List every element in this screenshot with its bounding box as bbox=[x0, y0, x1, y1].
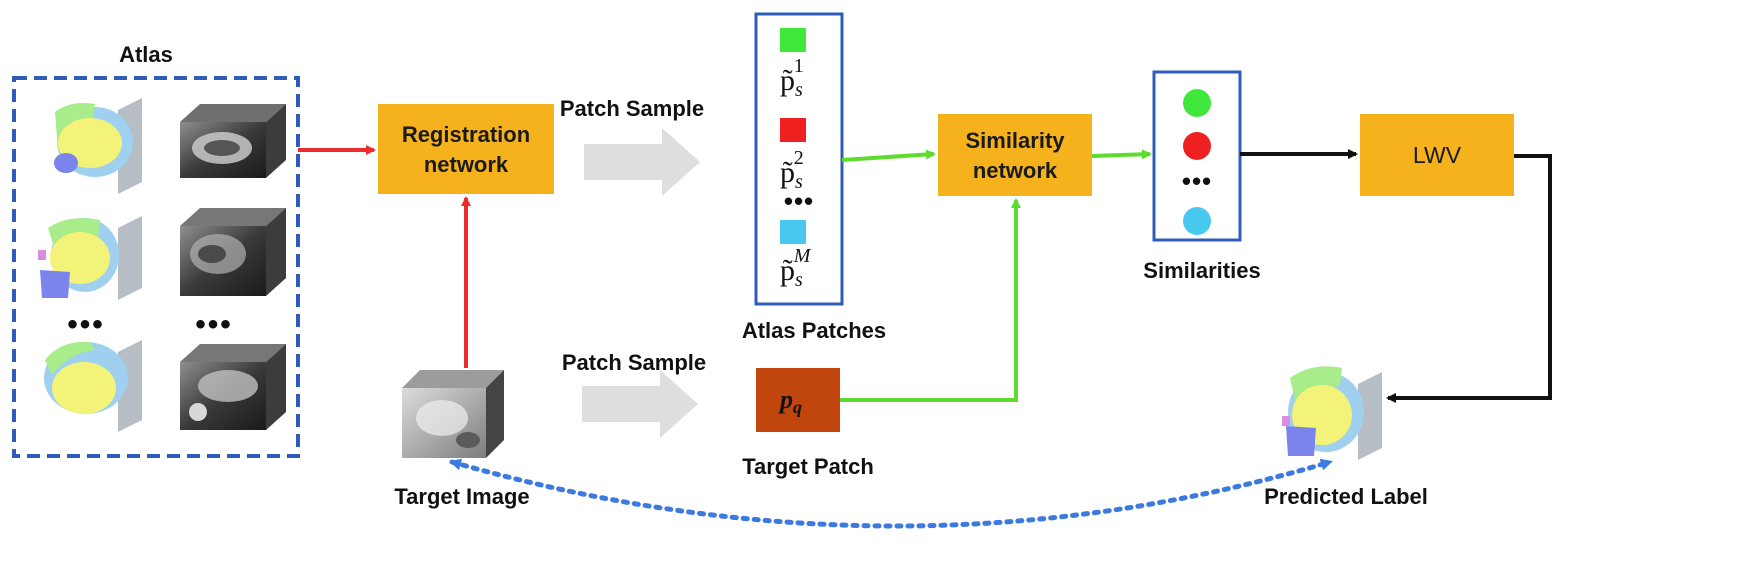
predicted-label-map bbox=[1282, 366, 1382, 460]
patch-sample-top-label: Patch Sample bbox=[560, 96, 704, 121]
patch-sample-bottom-label: Patch Sample bbox=[562, 350, 706, 375]
similarity-network-label-line1: Similarity bbox=[965, 128, 1065, 153]
atlas-mri-volume-1 bbox=[180, 104, 286, 178]
similarities-ellipsis: ••• bbox=[1182, 166, 1212, 196]
atlas-label-map-3 bbox=[44, 340, 142, 432]
registration-network-label-line1: Registration bbox=[402, 122, 530, 147]
similarity-network-label-line2: network bbox=[973, 158, 1058, 183]
atlas-title: Atlas bbox=[119, 42, 173, 67]
target-predicted-comparison-arc bbox=[449, 458, 1333, 529]
atlas-patches-ellipsis: ••• bbox=[784, 186, 814, 216]
similarity-red-dot bbox=[1183, 132, 1211, 160]
lwv-label: LWV bbox=[1413, 142, 1462, 168]
atlas-label-map-1 bbox=[54, 98, 142, 194]
atlas-frame bbox=[12, 76, 300, 458]
target-patch-symbol: pq bbox=[778, 385, 802, 417]
atlas-patches-to-similarity-arrow bbox=[841, 149, 936, 162]
atlas-image-ellipsis: ••• bbox=[195, 308, 233, 341]
atlas-patch-2-swatch bbox=[780, 118, 806, 142]
atlas-patch-m-symbol: p̃sM bbox=[780, 245, 812, 291]
atlas-patch-1-swatch bbox=[780, 28, 806, 52]
atlas-patch-1-symbol: p̃s1 bbox=[780, 55, 804, 101]
similarities-label: Similarities bbox=[1143, 258, 1260, 283]
target-image-label: Target Image bbox=[394, 484, 529, 509]
target-patch-label: Target Patch bbox=[742, 454, 874, 479]
target-image-volume bbox=[402, 370, 504, 458]
registration-network-box bbox=[378, 104, 554, 194]
predicted-label-label: Predicted Label bbox=[1264, 484, 1428, 509]
target-patch-box bbox=[756, 368, 840, 432]
atlas-label-ellipsis: ••• bbox=[67, 308, 105, 341]
similarity-to-similarities-arrow bbox=[1091, 149, 1152, 160]
lwv-box bbox=[1360, 114, 1514, 196]
atlas-mri-volume-3 bbox=[180, 344, 286, 430]
similarity-green-dot bbox=[1183, 89, 1211, 117]
atlas-label-map-2 bbox=[38, 216, 142, 300]
atlas-mri-volume-2 bbox=[180, 208, 286, 296]
atlas-patch-m-swatch bbox=[780, 220, 806, 244]
atlas-patch-2-symbol: p̃s2 bbox=[780, 147, 804, 193]
similarity-cyan-dot bbox=[1183, 207, 1211, 235]
registration-network-label-line2: network bbox=[424, 152, 509, 177]
similarity-network-box bbox=[938, 114, 1092, 196]
target-patch-to-similarity-arrow bbox=[840, 198, 1021, 402]
atlas-patches-label: Atlas Patches bbox=[742, 318, 886, 343]
patch-sample-top-arrow bbox=[584, 128, 700, 196]
lwv-to-predicted-arrow bbox=[1386, 154, 1552, 403]
patch-sample-bottom-arrow bbox=[582, 370, 698, 438]
